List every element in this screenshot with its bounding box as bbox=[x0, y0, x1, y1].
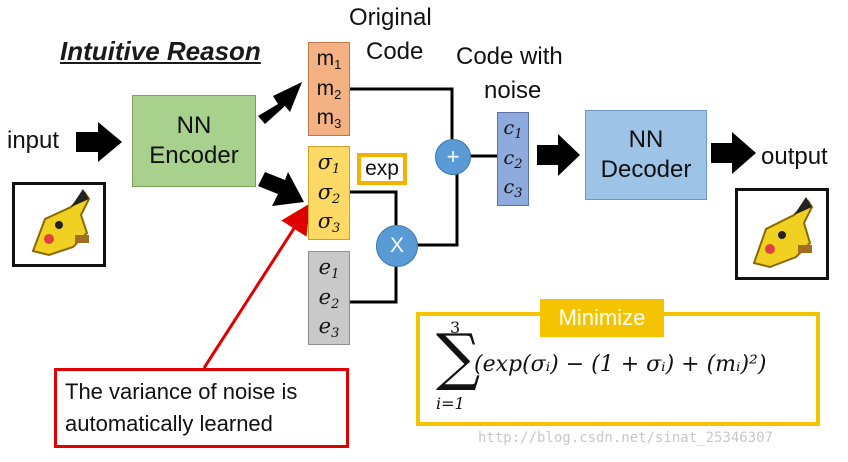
code-element-2: c2 bbox=[503, 146, 523, 172]
note-pointer-arrow bbox=[202, 203, 311, 369]
code-with-noise-label-line1: Code with bbox=[456, 43, 563, 70]
pikachu-input-icon bbox=[12, 182, 106, 267]
times-operator: X bbox=[376, 225, 418, 267]
formula-expression: (exp(σᵢ) − (1 + σᵢ) + (mᵢ)²) bbox=[474, 352, 767, 377]
mean-element-3: m3 bbox=[316, 105, 342, 131]
code-element-1: c1 bbox=[503, 117, 523, 143]
diagram-title: Intuitive Reason bbox=[60, 36, 261, 66]
minimize-label: Minimize bbox=[540, 299, 664, 337]
sum-symbol: ∑ bbox=[436, 320, 481, 393]
original-code-label-line2: Code bbox=[366, 38, 424, 65]
code-with-noise-label-line2: noise bbox=[484, 77, 542, 104]
encoder-line2: Encoder bbox=[149, 142, 239, 169]
plus-operator: + bbox=[435, 139, 471, 175]
code-to-decoder-arrow bbox=[537, 134, 580, 176]
pikachu-output-icon bbox=[735, 188, 829, 280]
decoder-line1: NN bbox=[628, 126, 664, 153]
sum-lower-limit: i=1 bbox=[436, 394, 465, 413]
input-arrow bbox=[76, 122, 122, 162]
decoder-to-output-arrow bbox=[711, 132, 756, 174]
sum-upper-limit: 3 bbox=[450, 318, 461, 337]
mean-element-2: m2 bbox=[316, 76, 342, 102]
sigma-to-times-line bbox=[350, 190, 398, 225]
encoder-to-mean-arrow bbox=[258, 82, 302, 124]
sigma-element-1: σ1 bbox=[317, 149, 341, 177]
noise-element-3: e3 bbox=[318, 314, 340, 342]
sigma-element-3: σ3 bbox=[317, 209, 341, 237]
exp-label-box: exp bbox=[357, 153, 407, 185]
sigma-element-2: σ2 bbox=[317, 179, 341, 207]
times-to-plus-line bbox=[416, 173, 459, 247]
code-with-noise-vector: c1 c2 c3 bbox=[497, 112, 529, 206]
decoder-line2: Decoder bbox=[600, 156, 692, 183]
noise-to-times-line bbox=[350, 265, 398, 304]
noise-vector: e1 e2 e3 bbox=[308, 251, 350, 345]
encoder-line1: NN bbox=[176, 112, 212, 139]
original-code-label-line1: Original bbox=[349, 4, 432, 31]
code-element-3: c3 bbox=[503, 175, 523, 201]
output-label: output bbox=[761, 143, 828, 170]
encoder-to-sigma-arrow bbox=[258, 172, 304, 206]
mean-vector: m1 m2 m3 bbox=[308, 42, 350, 136]
mean-to-plus-line bbox=[350, 87, 454, 139]
noise-element-1: e1 bbox=[318, 254, 340, 282]
sigma-vector: σ1 σ2 σ3 bbox=[308, 146, 350, 240]
input-label: input bbox=[7, 127, 60, 154]
nn-decoder-block: NN Decoder bbox=[585, 110, 707, 200]
variance-note-line2: automatically learned bbox=[65, 411, 273, 436]
nn-encoder-block: NN Encoder bbox=[132, 95, 256, 187]
mean-element-1: m1 bbox=[316, 47, 342, 73]
variance-note-line1: The variance of noise is bbox=[65, 379, 298, 404]
watermark: http://blog.csdn.net/sinat_25346307 bbox=[478, 430, 774, 446]
noise-element-2: e2 bbox=[318, 284, 340, 312]
variance-note: The variance of noise is automatically l… bbox=[54, 368, 349, 448]
loss-formula: 3 ∑ i=1 (exp(σᵢ) − (1 + σᵢ) + (mᵢ)²) bbox=[428, 318, 818, 422]
